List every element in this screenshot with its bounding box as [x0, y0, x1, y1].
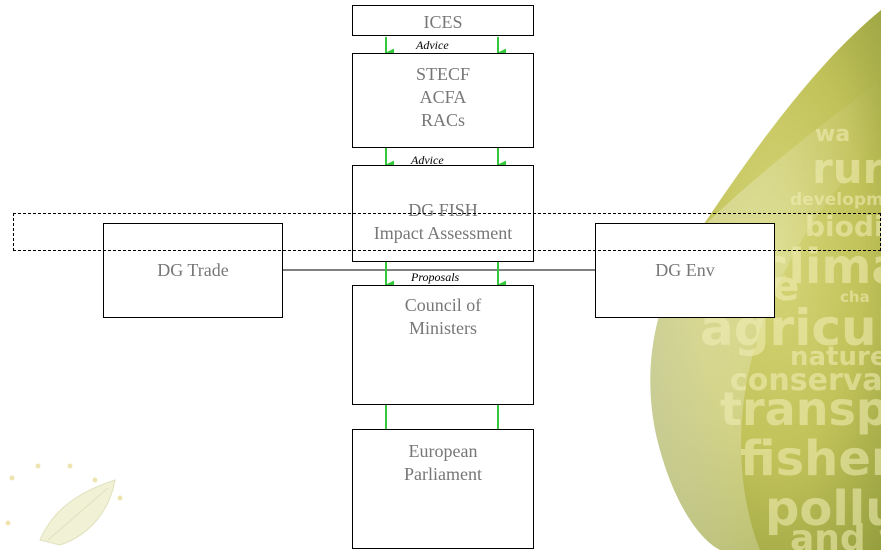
node-dg-env: DG Env	[595, 223, 775, 318]
svg-text:cha: cha	[840, 288, 870, 306]
node-stecf-line-2: ACFA	[419, 87, 467, 107]
leaf-emblem-icon	[39, 479, 116, 546]
svg-text:wa: wa	[815, 122, 850, 147]
node-dg-trade: DG Trade	[103, 223, 283, 318]
node-dg-trade-line-1: DG Trade	[157, 260, 229, 280]
star-circle-icon	[5, 463, 123, 526]
node-council-line-1: Council of	[404, 295, 482, 315]
svg-text:polluti: polluti	[765, 481, 881, 537]
node-council: Council of Ministers	[352, 285, 534, 405]
svg-text:developm: developm	[790, 190, 881, 210]
svg-text:conservati: conservati	[730, 363, 881, 398]
node-council-line-2: Ministers	[408, 318, 477, 338]
svg-text:transpo: transpo	[720, 382, 881, 436]
svg-text:biodivers: biodivers	[805, 210, 881, 243]
svg-text:clima: clima	[760, 239, 881, 295]
node-parliament-line-2: Parliament	[404, 464, 482, 484]
svg-text:rura: rura	[812, 144, 881, 193]
node-stecf-line-3: RACs	[420, 110, 465, 130]
svg-text:fisheri: fisheri	[740, 431, 881, 487]
node-ices: ICES	[352, 5, 534, 36]
node-dg-fish-line-1: DG FISH	[408, 200, 478, 220]
dashed-highlight-band	[13, 213, 881, 251]
svg-text:nature: nature	[790, 342, 881, 372]
node-dg-env-line-1: DG Env	[655, 260, 715, 280]
node-stecf-line-1: STECF	[415, 64, 471, 84]
edge-label-proposals: Proposals	[411, 270, 460, 284]
node-dg-fish-line-2: Impact Assessment	[373, 223, 513, 243]
node-parliament: European Parliament	[352, 429, 534, 549]
edge-label-advice-1: Advice	[416, 38, 449, 52]
node-ices-line-1: ICES	[423, 12, 463, 32]
edge-label-advice-2: Advice	[411, 153, 444, 167]
svg-text:and water: and water	[790, 518, 881, 550]
node-stecf: STECF ACFA RACs	[352, 53, 534, 148]
node-parliament-line-1: European	[408, 441, 478, 461]
